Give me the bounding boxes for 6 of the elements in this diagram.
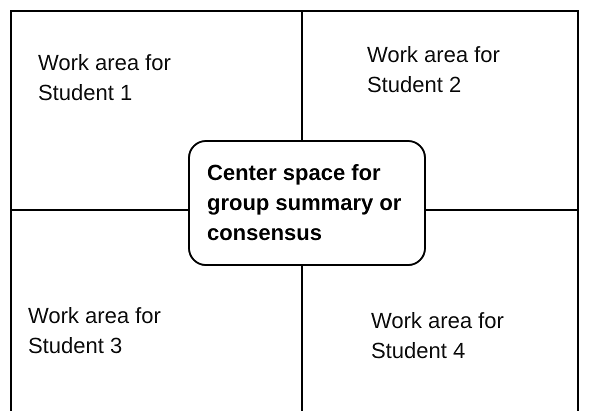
- center-label: Center space for group summary or consensus: [207, 159, 402, 247]
- center-rounded-box: [188, 140, 426, 266]
- area-label: Work area for Student 3: [28, 302, 162, 360]
- area-label: Work area for Student 1: [38, 49, 172, 107]
- area-label: Work area for Student 4: [371, 307, 505, 365]
- area-label: Work area for Student 2: [367, 41, 501, 99]
